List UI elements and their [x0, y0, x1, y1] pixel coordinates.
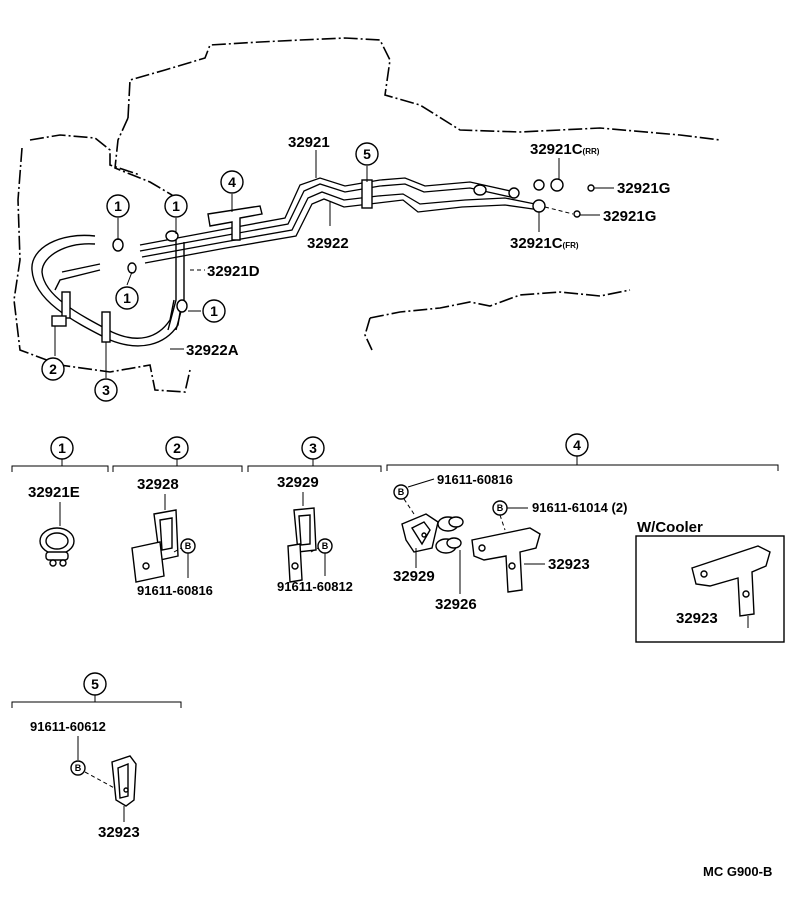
pipe-fittings [51, 178, 595, 343]
svg-text:1: 1 [123, 290, 131, 306]
callout-4: 4 [220, 170, 244, 194]
w-cooler-title: W/Cooler [637, 519, 703, 536]
svg-text:1: 1 [58, 440, 66, 456]
leader-lines [54, 150, 614, 378]
callout-1a: 1 [106, 194, 130, 218]
hose-clip-drawing [39, 527, 75, 567]
bolt-icon: B [180, 538, 196, 554]
part-32921e-label: 32921E [28, 484, 80, 501]
svg-text:B: B [322, 541, 329, 551]
label-32921d: 32921D [207, 263, 260, 280]
part-32926-label: 32926 [435, 596, 477, 613]
callout-3: 3 [94, 378, 118, 402]
svg-text:2: 2 [173, 440, 181, 456]
bushings-32926-drawing [435, 516, 464, 554]
group-3: 32929 B 91611-60812 [277, 474, 353, 594]
svg-text:4: 4 [573, 437, 581, 453]
bolt-icon: B [393, 484, 409, 500]
w-cooler-box: W/Cooler 32923 [635, 519, 785, 643]
callout-1d: 1 [202, 299, 226, 323]
clamp-32928-drawing [131, 509, 179, 583]
bracket-32923-drawing [471, 527, 541, 593]
group-4: B 91611-60816 B 91611-61014 (2) 32929 32… [393, 472, 785, 643]
group-5: 91611-60612 B 32923 [30, 719, 140, 841]
svg-text:1: 1 [172, 198, 180, 214]
svg-text:3: 3 [102, 382, 110, 398]
group-1-header: 1 [11, 436, 109, 472]
group-5-header: 5 [11, 672, 182, 708]
callout-1c: 1 [115, 286, 139, 310]
part-91611-60812-label: 91611-60812 [277, 579, 353, 594]
svg-text:1: 1 [210, 303, 218, 319]
label-32921c-fr: 32921C(FR) [510, 235, 579, 252]
part-32923-label: 32923 [98, 824, 140, 841]
callout-1b: 1 [164, 194, 188, 218]
group-4-header: 4 [386, 433, 779, 471]
label-32922: 32922 [307, 235, 349, 252]
svg-text:B: B [185, 541, 192, 551]
svg-text:2: 2 [49, 361, 57, 377]
bolt-icon: B [317, 538, 333, 554]
part-32929-label: 32929 [277, 474, 319, 491]
svg-text:B: B [398, 487, 405, 497]
part-32923-label: 32923 [548, 556, 590, 573]
clamp-32923-drawing [111, 755, 137, 807]
part-32929-label: 32929 [393, 568, 435, 585]
svg-text:4: 4 [228, 174, 236, 190]
callout-2: 2 [41, 357, 65, 381]
label-32921c-rr: 32921C(RR) [530, 141, 600, 158]
group-3-header: 3 [247, 436, 382, 472]
group-1: 32921E [28, 484, 80, 567]
part-91611-60612-label: 91611-60612 [30, 719, 106, 734]
svg-text:5: 5 [363, 146, 371, 162]
svg-text:B: B [497, 503, 504, 513]
diagram-code: MC G900-B [703, 864, 772, 879]
part-91611-60816-label: 91611-60816 [437, 472, 513, 487]
part-91611-60816-label: 91611-60816 [137, 583, 213, 598]
svg-text:3: 3 [309, 440, 317, 456]
callout-5: 5 [355, 142, 379, 166]
label-32921g-b: 32921G [603, 208, 656, 225]
bolt-icon: B [70, 760, 86, 776]
clamp-32929-drawing [287, 507, 317, 583]
group-2-header: 2 [112, 436, 243, 472]
label-32921g-a: 32921G [617, 180, 670, 197]
part-32928-label: 32928 [137, 476, 179, 493]
clamp-32929b-drawing [401, 513, 439, 553]
bolt-icon: B [492, 500, 508, 516]
part-91611-61014-label: 91611-61014 (2) [532, 500, 627, 515]
svg-text:5: 5 [91, 676, 99, 692]
label-32922a: 32922A [186, 342, 239, 359]
svg-text:1: 1 [114, 198, 122, 214]
group-2: 32928 B 91611-60816 [131, 476, 213, 598]
part-32923-cooler-label: 32923 [676, 610, 718, 627]
label-32921: 32921 [288, 134, 330, 151]
svg-text:B: B [75, 763, 82, 773]
